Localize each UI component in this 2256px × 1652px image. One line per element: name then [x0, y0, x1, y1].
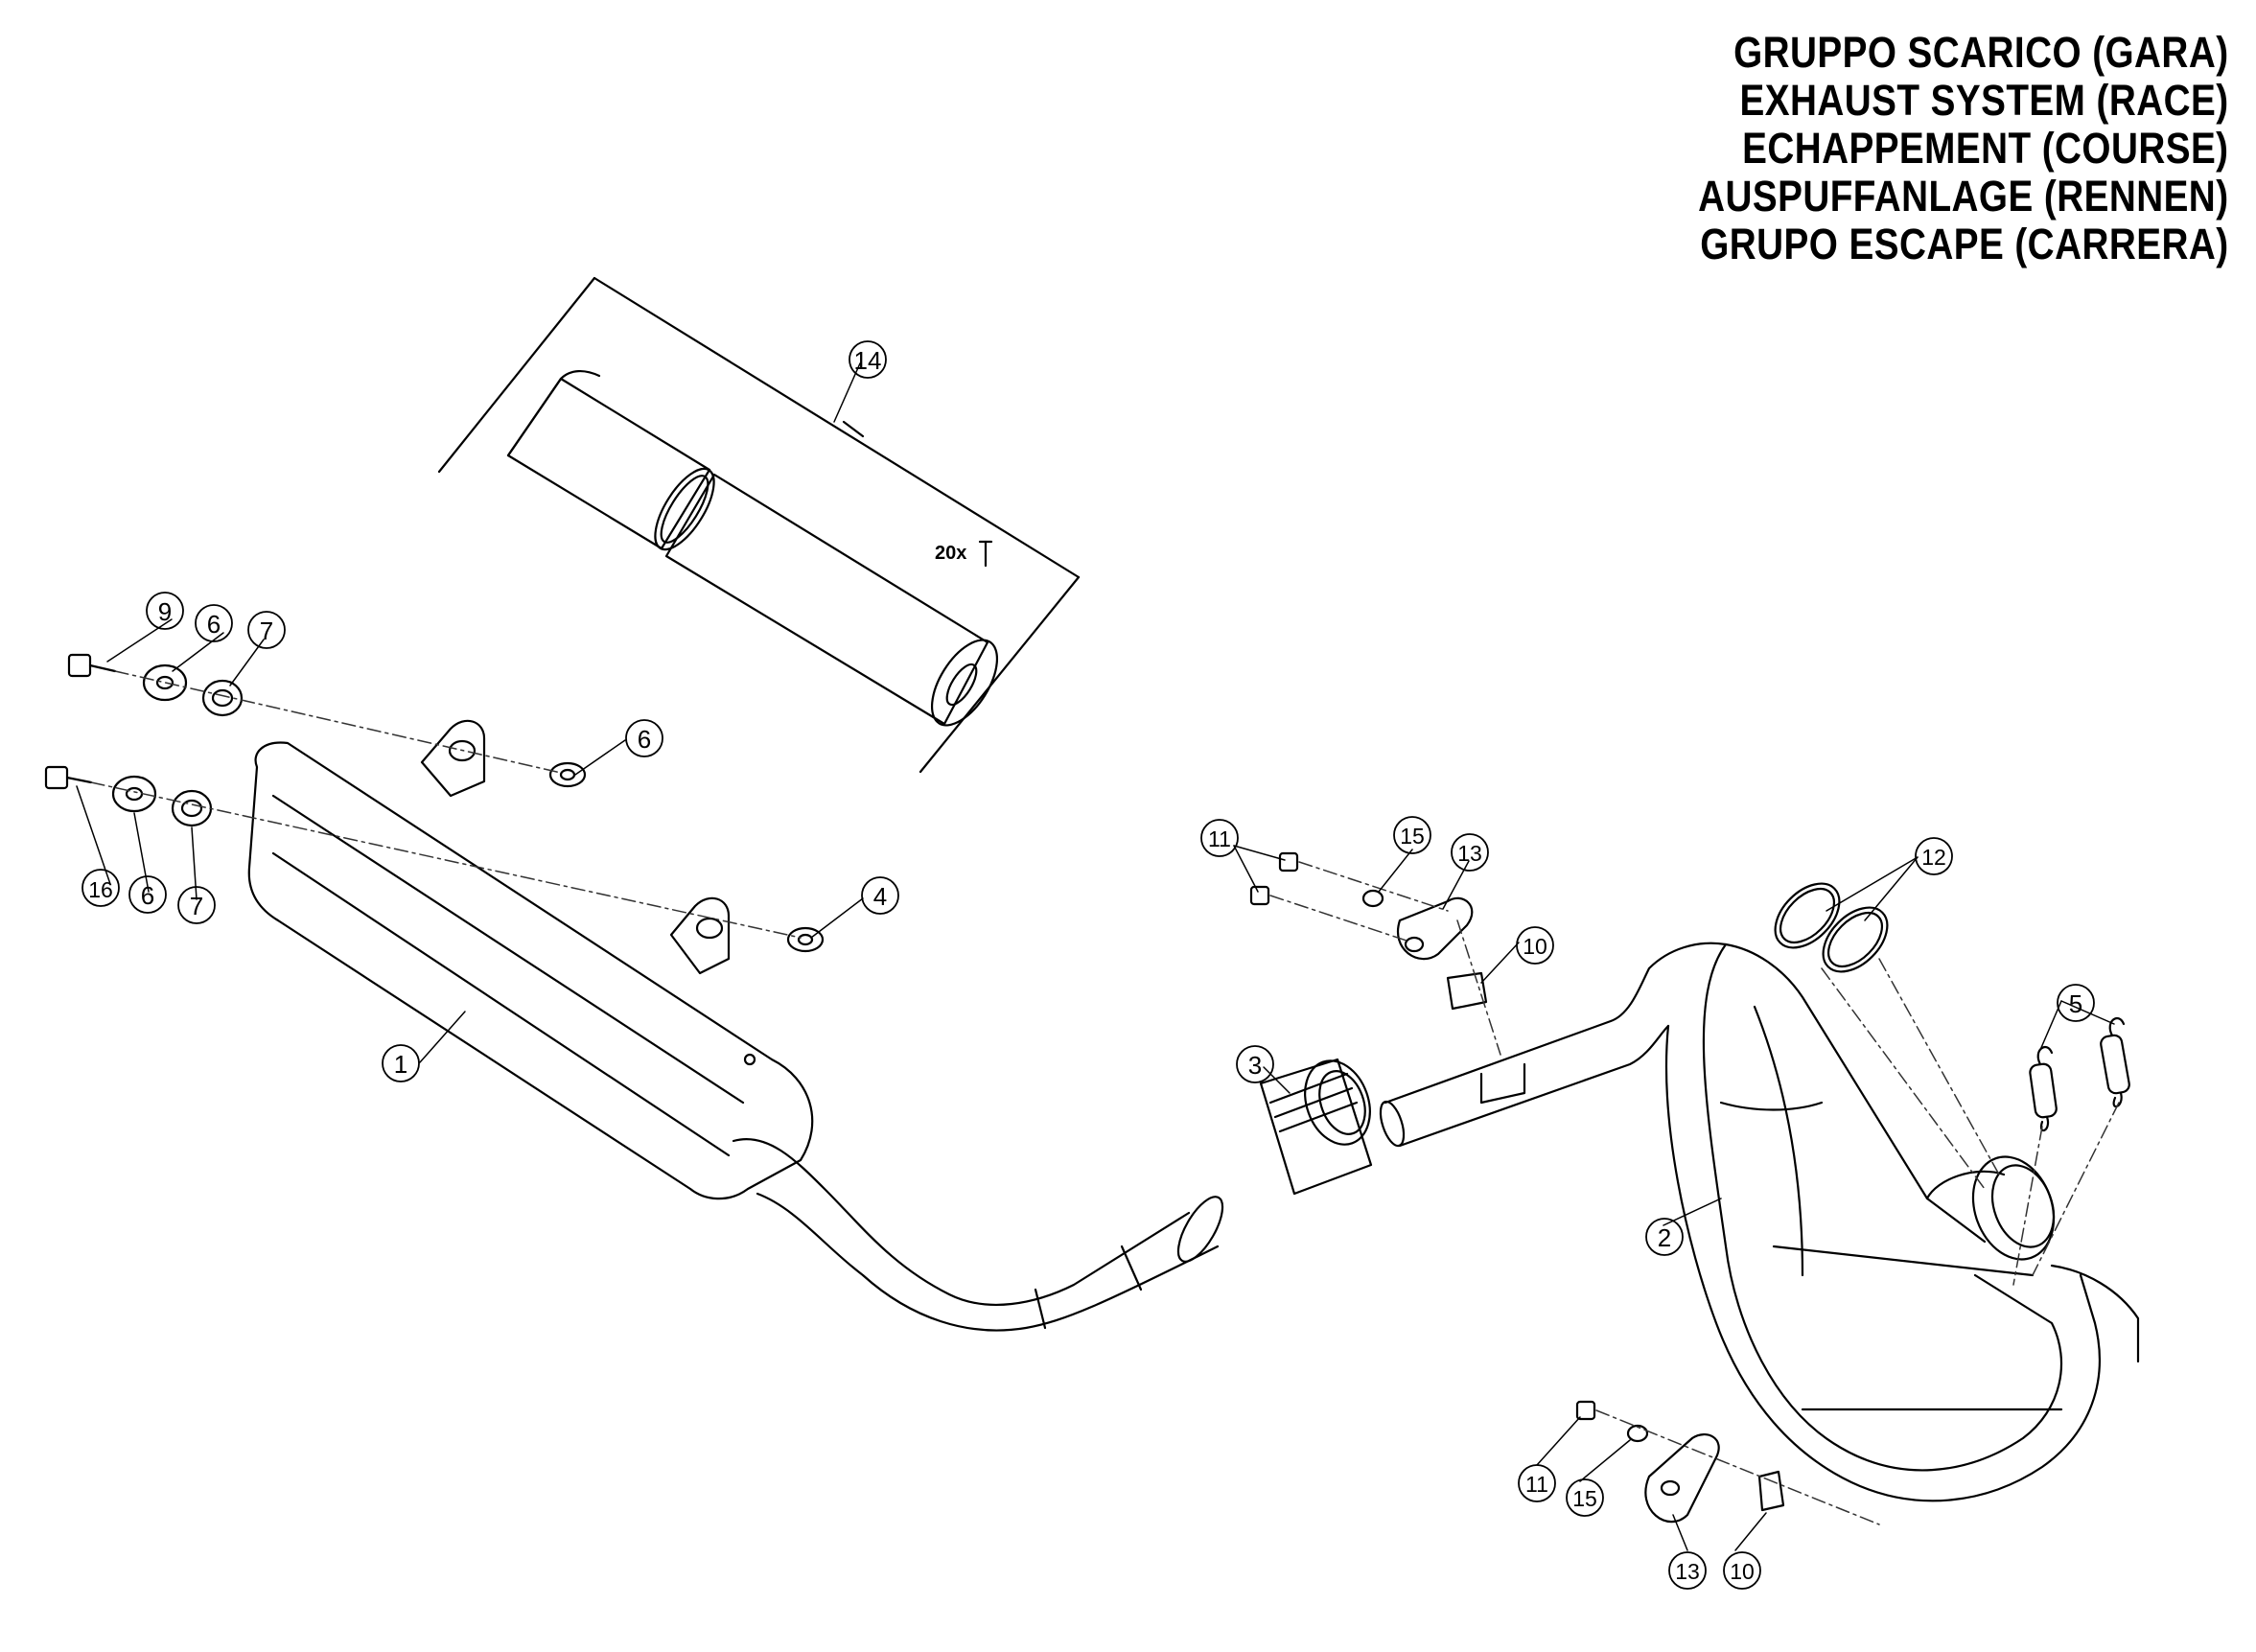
svg-text:5: 5	[2069, 989, 2082, 1018]
svg-text:15: 15	[1572, 1486, 1597, 1511]
header-pipe	[1379, 942, 2140, 1502]
packing-kit-inset	[437, 276, 1081, 774]
callout-7: 7	[247, 611, 286, 649]
callout-7: 7	[177, 886, 216, 924]
callout-6: 6	[195, 604, 233, 642]
callout-6: 6	[128, 875, 167, 914]
svg-text:11: 11	[1525, 1472, 1548, 1497]
svg-text:6: 6	[638, 725, 651, 754]
svg-text:16: 16	[88, 877, 113, 902]
svg-text:10: 10	[1523, 934, 1547, 959]
leader-lines	[76, 362, 2115, 1551]
svg-text:6: 6	[141, 881, 154, 910]
callout-10: 10	[1723, 1551, 1761, 1590]
svg-text:1: 1	[394, 1050, 407, 1079]
callout-3: 3	[1236, 1045, 1274, 1083]
title-spanish: GRUPO ESCAPE (CARRERA)	[1700, 220, 2229, 268]
gaskets	[1774, 882, 1889, 973]
svg-text:14: 14	[854, 346, 882, 375]
svg-text:3: 3	[1248, 1051, 1262, 1080]
callout-11: 11	[1518, 1464, 1556, 1502]
rivet-icon	[978, 540, 993, 568]
svg-text:12: 12	[1921, 845, 1946, 870]
svg-text:15: 15	[1400, 824, 1425, 849]
callout-15: 15	[1393, 816, 1431, 854]
title-french: ECHAPPEMENT (COURSE)	[1742, 124, 2229, 173]
callout-15: 15	[1566, 1478, 1604, 1517]
svg-text:13: 13	[1457, 841, 1482, 866]
svg-text:6: 6	[207, 610, 221, 639]
callout-6: 6	[625, 719, 663, 757]
callout-4: 4	[861, 876, 899, 915]
svg-text:11: 11	[1208, 826, 1231, 851]
svg-text:13: 13	[1675, 1559, 1700, 1584]
hardware-left	[44, 653, 825, 953]
svg-text:9: 9	[158, 597, 172, 626]
title-english: EXHAUST SYSTEM (RACE)	[1739, 76, 2229, 125]
callout-5: 5	[2057, 984, 2095, 1022]
callout-16: 16	[81, 869, 120, 907]
assembly-lines	[90, 670, 2120, 1525]
callout-1: 1	[382, 1044, 420, 1082]
title-italian: GRUPPO SCARICO (GARA)	[1733, 28, 2229, 77]
title-block: GRUPPO SCARICO (GARA) EXHAUST SYSTEM (RA…	[1612, 29, 2229, 268]
callout-11: 11	[1200, 819, 1239, 857]
kit-quantity-note: 20x	[935, 543, 966, 564]
hardware-right-upper	[1249, 851, 1488, 1011]
svg-text:10: 10	[1730, 1559, 1755, 1584]
callout-2: 2	[1645, 1218, 1684, 1256]
silencer	[247, 719, 1224, 1332]
exhaust-coupler	[1259, 1058, 1373, 1196]
callout-13: 13	[1668, 1551, 1707, 1590]
svg-text:7: 7	[260, 617, 273, 645]
callout-14: 14	[849, 340, 887, 379]
svg-text:7: 7	[190, 892, 203, 920]
callout-12: 12	[1915, 837, 1953, 875]
callout-13: 13	[1451, 833, 1489, 872]
svg-text:2: 2	[1658, 1223, 1671, 1252]
springs	[2029, 1017, 2130, 1132]
svg-text:4: 4	[873, 882, 887, 911]
title-german: AUSPUFFANLAGE (RENNEN)	[1698, 172, 2229, 221]
hardware-right-lower	[1575, 1400, 1785, 1524]
callouts: 14 9 6 7 6 16 6 7 4 1 3 11 15 13 10 12 5…	[81, 340, 2095, 1590]
callout-10: 10	[1516, 926, 1554, 965]
callout-9: 9	[146, 592, 184, 630]
